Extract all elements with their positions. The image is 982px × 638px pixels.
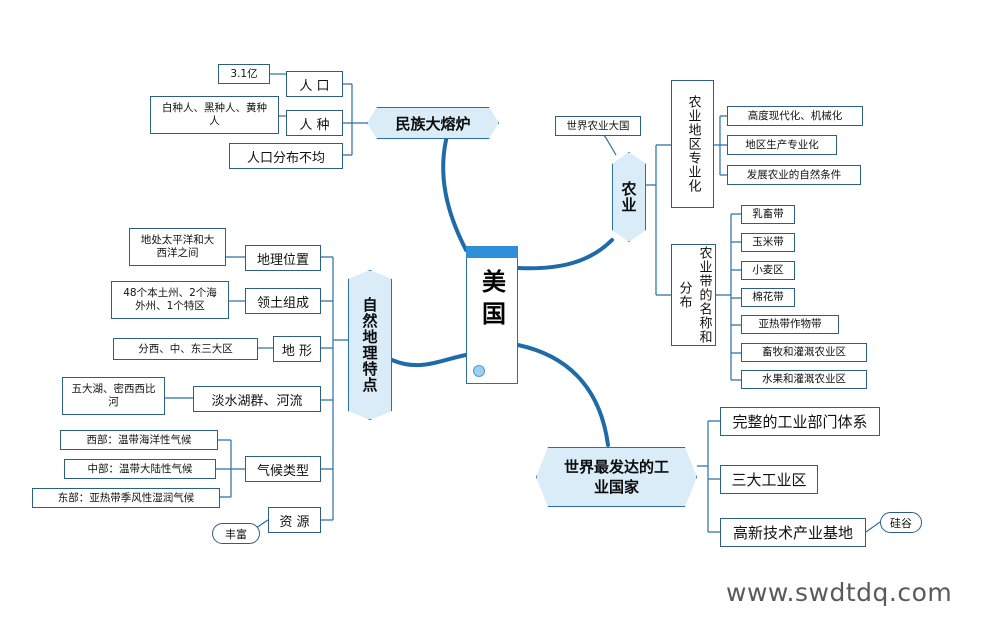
distribution-node: 人口分布不均 — [229, 143, 343, 169]
center-dot — [473, 365, 485, 377]
industry-branch-label: 世界最发达的工业国家 — [563, 458, 669, 496]
nature-branch: 自然地理特点 — [348, 270, 392, 420]
ethnic-branch: 民族大熔炉 — [367, 107, 499, 139]
agri-region-item-3: 发展农业的自然条件 — [727, 165, 861, 185]
agri-belt-6: 畜牧和灌溉农业区 — [741, 343, 867, 362]
agri-belt-4: 棉花带 — [741, 288, 795, 307]
terrain-node: 地 形 — [273, 336, 321, 362]
agri-region-item-1: 高度现代化、机械化 — [727, 106, 863, 126]
industry-item-2: 三大工业区 — [720, 465, 818, 494]
watermark: www.swdtdq.com — [726, 578, 953, 607]
territory-node: 领土组成 — [245, 288, 321, 314]
agriculture-branch: 农业 — [612, 152, 646, 242]
race-value: 白种人、黑种人、黄种人 — [150, 96, 279, 134]
industry-item-3: 高新技术产业基地 — [720, 518, 866, 547]
industry-branch: 世界最发达的工业国家 — [536, 447, 697, 507]
agri-belt-3: 小麦区 — [741, 261, 795, 280]
agri-region-node: 农业地区专业化 — [671, 80, 714, 208]
agri-belt-2: 玉米带 — [741, 233, 795, 252]
water-node: 淡水湖群、河流 — [193, 386, 321, 412]
agri-belt-5: 亚热带作物带 — [741, 315, 839, 334]
industry-item-1: 完整的工业部门体系 — [720, 407, 880, 436]
territory-value: 48个本土州、2个海外州、1个特区 — [111, 281, 229, 319]
center-cap — [466, 246, 518, 258]
agri-belt-1: 乳畜带 — [741, 205, 795, 224]
agri-belt-7: 水果和灌溉农业区 — [741, 370, 867, 389]
population-node: 人 口 — [286, 71, 343, 97]
resources-value: 丰富 — [212, 523, 260, 544]
agri-region-item-2: 地区生产专业化 — [727, 135, 837, 155]
climate-node: 气候类型 — [245, 456, 321, 482]
location-node: 地理位置 — [245, 245, 321, 271]
race-node: 人 种 — [286, 110, 343, 136]
center-title: 美国 — [477, 269, 506, 333]
water-value: 五大湖、密西西比河 — [62, 377, 165, 415]
population-value: 3.1亿 — [218, 64, 270, 84]
agri-belts-node: 农业带的名称和分布 — [671, 244, 716, 346]
agriculture-tag: 世界农业大国 — [555, 116, 641, 136]
industry-tag: 硅谷 — [880, 512, 922, 533]
climate-west: 西部：温带海洋性气候 — [60, 430, 218, 450]
climate-central: 中部：温带大陆性气候 — [64, 459, 216, 479]
terrain-value: 分西、中、东三大区 — [113, 338, 258, 360]
climate-east: 东部：亚热带季风性湿润气候 — [32, 488, 220, 508]
center-node: 美国 — [466, 246, 518, 384]
resources-node: 资 源 — [268, 507, 321, 533]
location-value: 地处太平洋和大西洋之间 — [129, 228, 226, 266]
